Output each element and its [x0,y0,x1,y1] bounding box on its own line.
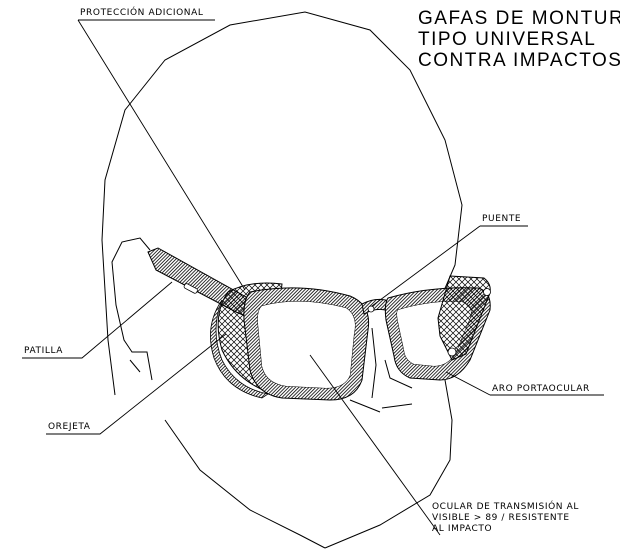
title-line-2: TIPO UNIVERSAL [418,29,597,50]
label-ocular: OCULAR DE TRANSMISIÓN AL VISIBLE > 89 / … [432,502,612,535]
leader-lines [22,19,604,536]
label-puente: PUENTE [482,214,522,224]
ocular-line-1: OCULAR DE TRANSMISIÓN AL [432,502,579,512]
title-line-1: GAFAS DE MONTUR [418,8,620,29]
leader-patilla [22,281,173,359]
title-line-3: CONTRA IMPACTOS [418,50,620,71]
mouth-lines [349,399,413,413]
head-outline [101,11,463,549]
left-shield-rim [210,299,270,399]
nose-line [371,327,413,399]
right-hinge-screw [483,288,491,296]
leader-orejeta [46,333,227,435]
leader-puente [371,225,528,307]
shield-rivet [447,347,457,357]
label-proteccion-adicional: PROTECCIÓN ADICIONAL [80,8,204,18]
label-orejeta: OREJETA [48,422,91,432]
leader-ocular [309,354,441,536]
bridge-screw [367,305,375,313]
label-aro-portaocular: ARO PORTAOCULAR [492,384,590,394]
ocular-line-3: AL IMPACTO [432,524,493,534]
leader-aro [445,371,604,396]
ocular-line-2: VISIBLE > 89 / RESISTENTE [432,513,570,523]
chin-outline [164,419,326,549]
leader-proteccion [77,19,246,291]
left-lens [257,301,355,388]
temple-hinge-slot [183,283,198,294]
ear-outline [111,237,153,381]
label-patilla: PATILLA [24,346,64,356]
diagram-title: GAFAS DE MONTUR TIPO UNIVERSAL CONTRA IM… [418,8,620,71]
